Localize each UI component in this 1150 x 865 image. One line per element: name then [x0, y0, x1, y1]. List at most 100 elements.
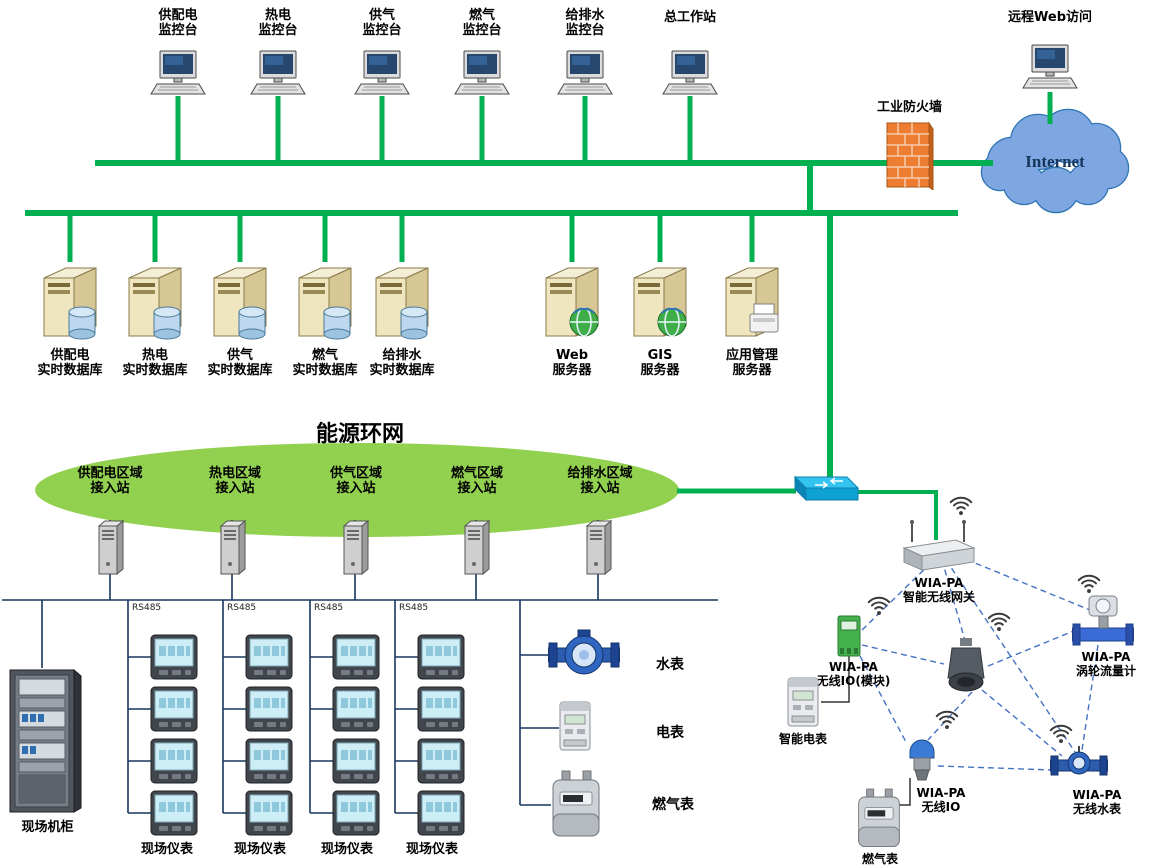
wireless-water-meter-label: WIA-PA 无线水表 [1072, 788, 1122, 816]
server-label: 供配电 实时数据库 [37, 348, 103, 378]
server-label: 给排水 实时数据库 [369, 348, 435, 378]
smart-meter-label: 智能电表 [778, 732, 827, 746]
wireless-gas-meter-icon [856, 788, 902, 856]
field-meter-icon [332, 738, 380, 788]
database-server-icon [38, 256, 102, 348]
workstation-icon [354, 50, 410, 104]
field-meter-icon [150, 634, 198, 684]
instrument-label: 现场仪表 [405, 842, 458, 857]
field-meter-icon [245, 790, 293, 840]
workstation-label: 燃气 监控台 [462, 8, 502, 38]
gas-meter-icon [550, 770, 602, 846]
wireless-gateway-label: WIA-PA 智能无线网关 [902, 576, 975, 604]
field-meter-icon [150, 686, 198, 736]
field-meter-icon [245, 738, 293, 788]
workstation-icon [557, 50, 613, 104]
workstation-label: 热电 监控台 [258, 8, 298, 38]
field-cabinet-icon [8, 668, 83, 817]
access-station-icon [340, 518, 370, 580]
ring-station-label: 供气区域 接入站 [329, 466, 382, 496]
server-label: 应用管理 服务器 [725, 348, 778, 378]
gis-server-icon [628, 256, 692, 348]
workstation-label: 供气 监控台 [362, 8, 402, 38]
workstation-icon [150, 50, 206, 104]
smart-meter-icon [786, 676, 820, 732]
instrument-label: 现场仪表 [140, 842, 193, 857]
remote-access-label: 远程Web访问 [1008, 10, 1092, 25]
wifi-signal-icon [867, 596, 891, 616]
electric-meter-label: 电表 [656, 725, 684, 741]
web-server-icon [540, 256, 604, 348]
ring-station-label: 热电区域 接入站 [208, 466, 261, 496]
ring-station-label: 给排水区域 接入站 [567, 466, 633, 496]
database-server-icon [370, 256, 434, 348]
bus-label: RS485 [227, 603, 257, 613]
field-meter-icon [332, 686, 380, 736]
wifi-signal-icon [949, 496, 973, 516]
bus-label: RS485 [132, 603, 162, 613]
wireless-water-meter-icon [1050, 744, 1108, 790]
database-server-icon [293, 256, 357, 348]
ethernet-switch-icon [783, 474, 859, 512]
wireless-gateway-icon [898, 518, 978, 577]
server-label: 供气 实时数据库 [207, 348, 273, 378]
database-server-icon [123, 256, 187, 348]
access-station-icon [583, 518, 613, 580]
green-network-lines [25, 92, 1053, 540]
server-label: GIS 服务器 [640, 348, 680, 378]
server-label: 燃气 实时数据库 [292, 348, 358, 378]
water-meter-label: 水表 [656, 657, 684, 673]
ring-station-label: 供配电区域 接入站 [77, 466, 143, 496]
field-meter-icon [417, 686, 465, 736]
workstation-icon [454, 50, 510, 104]
internet-label: Internet [1025, 152, 1085, 171]
field-cabinet-label: 现场机柜 [21, 820, 74, 835]
field-meter-icon [245, 634, 293, 684]
instrument-label: 现场仪表 [320, 842, 373, 857]
server-label: Web 服务器 [552, 348, 592, 378]
ring-station-label: 燃气区域 接入站 [450, 466, 503, 496]
turbine-flowmeter-icon [1072, 592, 1134, 651]
field-meter-icon [150, 738, 198, 788]
energy-ring-title: 能源环网 [315, 422, 404, 447]
workstation-icon [250, 50, 306, 104]
wifi-signal-icon [1077, 574, 1101, 594]
internet-cloud-shape [980, 108, 1130, 214]
bus-label: RS485 [399, 603, 429, 613]
remote-access-icon [1022, 44, 1078, 98]
wifi-signal-icon [1049, 724, 1073, 744]
field-meter-icon [245, 686, 293, 736]
wireless-io-icon [902, 736, 942, 785]
wireless-io-module-icon [836, 614, 862, 662]
workstation-label: 供配电 监控台 [158, 8, 198, 38]
wireless-io-module-label: WIA-PA 无线IO(模块) [816, 660, 891, 688]
access-station-icon [217, 518, 247, 580]
firewall-label: 工业防火墙 [876, 100, 942, 115]
server-label: 热电 实时数据库 [122, 348, 188, 378]
field-meter-icon [150, 790, 198, 840]
electric-meter-icon [558, 700, 592, 756]
wireless-gas-meter-label: 燃气表 [861, 852, 898, 865]
app-server-icon [720, 256, 784, 348]
wireless-io-label: WIA-PA 无线IO [916, 786, 966, 814]
field-meter-icon [417, 790, 465, 840]
turbine-flowmeter-label: WIA-PA 涡轮流量计 [1075, 650, 1136, 678]
access-station-icon [95, 518, 125, 580]
access-station-icon [461, 518, 491, 580]
instrument-label: 现场仪表 [233, 842, 286, 857]
firewall-icon [884, 120, 936, 194]
gas-meter-label: 燃气表 [652, 797, 694, 813]
workstation-label: 总工作站 [663, 10, 716, 25]
field-meter-icon [417, 738, 465, 788]
database-server-icon [208, 256, 272, 348]
bus-label: RS485 [314, 603, 344, 613]
field-meter-icon [332, 790, 380, 840]
energy-ring-ellipse [35, 443, 679, 537]
wifi-signal-icon [935, 710, 959, 730]
workstation-icon [662, 50, 718, 104]
workstation-label: 给排水 监控台 [565, 8, 605, 38]
field-meter-icon [332, 634, 380, 684]
field-meter-icon [417, 634, 465, 684]
